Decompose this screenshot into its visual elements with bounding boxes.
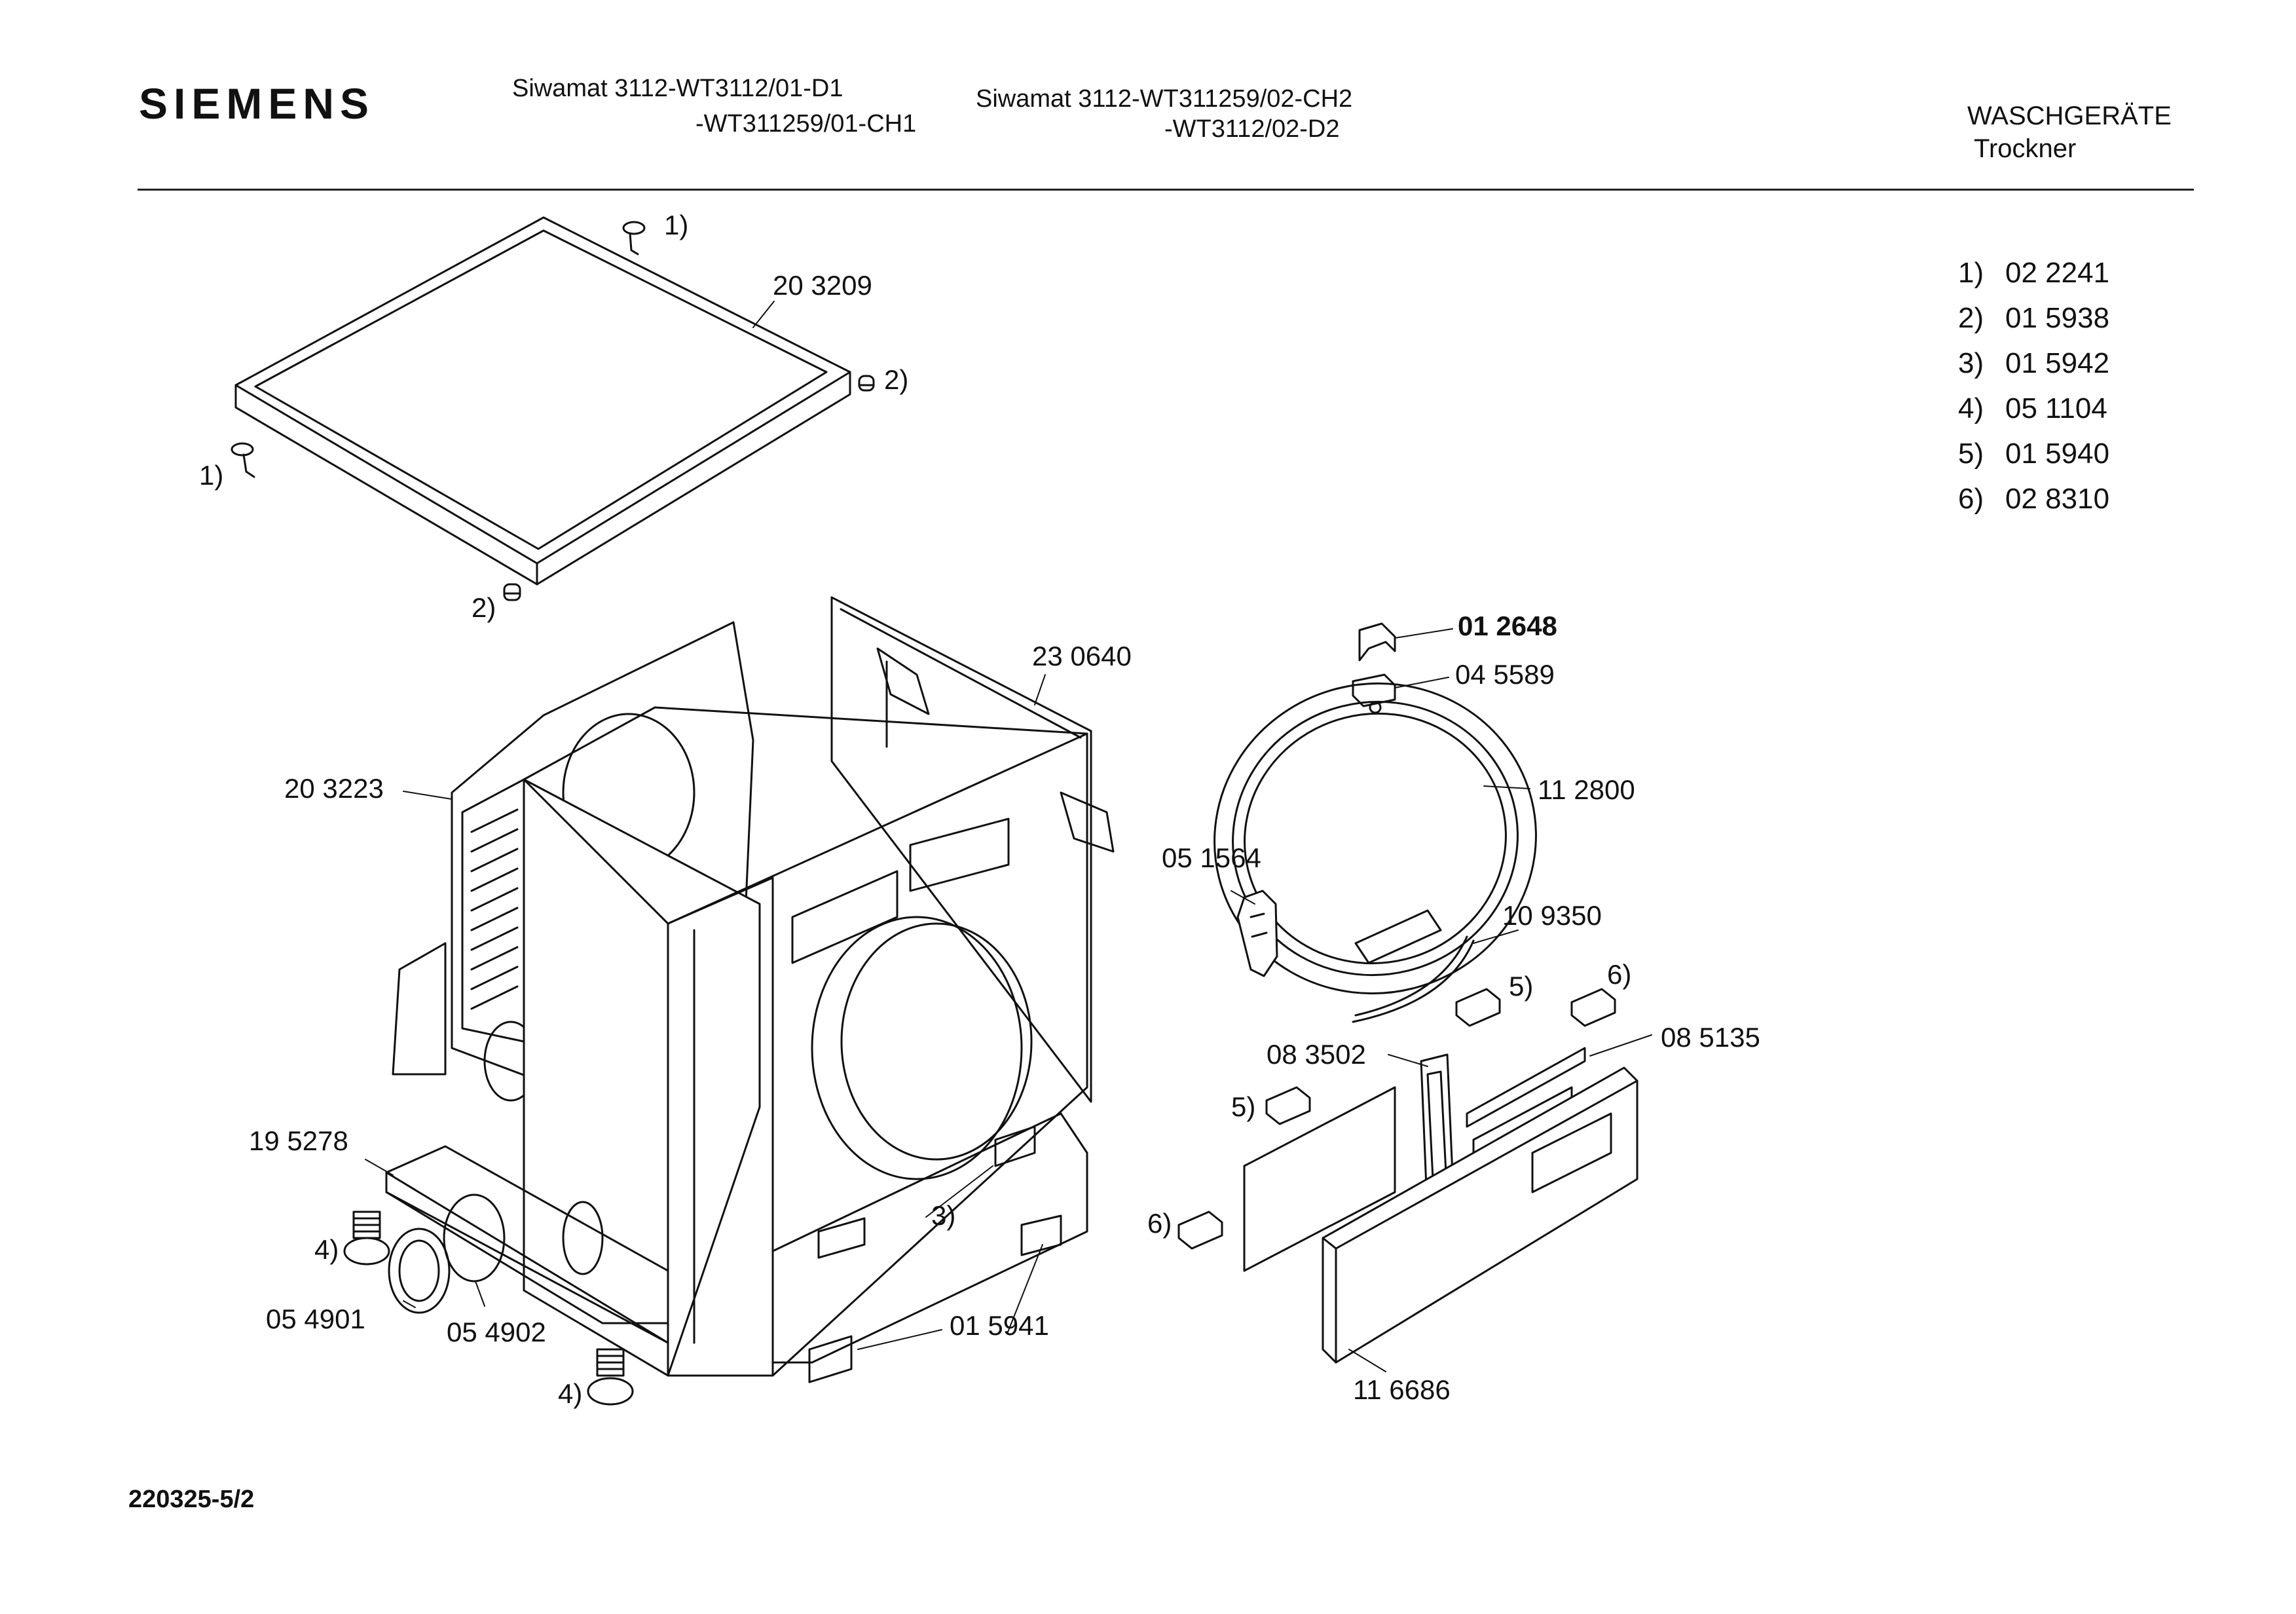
model-left-line2: -WT311259/01-CH1: [695, 110, 917, 138]
callout-part-number: 08 3502: [1267, 1039, 1366, 1070]
legend-row: 1)02 2241: [1958, 257, 2110, 289]
panel-sheet: [1244, 1087, 1395, 1271]
callout-part-number: 08 5135: [1661, 1022, 1760, 1053]
callout-part-number: 23 0640: [1032, 641, 1132, 671]
callout-ref: 3): [931, 1200, 956, 1231]
callout-leaders: [365, 301, 1652, 1372]
base-plate: [386, 1114, 1087, 1362]
door-gasket: [1353, 937, 1473, 1022]
seal-ring: [389, 1229, 449, 1313]
callout-part-number: 11 2800: [1538, 774, 1635, 805]
parts-legend: 1)02 2241 2)01 5938 3)01 5942 4)05 1104 …: [1958, 250, 2109, 521]
adjustable-foot-icon: [344, 1212, 389, 1264]
door-catch-icon: [1456, 989, 1500, 1026]
door-catch-icon: [1267, 1087, 1310, 1124]
callout-ref: 4): [558, 1378, 583, 1409]
callout-ref: 4): [314, 1234, 339, 1265]
callout-ref: 1): [664, 210, 689, 240]
legend-row: 6)02 8310: [1958, 483, 2110, 515]
callout-part-number: 01 5941: [950, 1310, 1049, 1341]
legend-row: 4)05 1104: [1958, 392, 2107, 424]
adjustable-foot-icon: [588, 1349, 633, 1404]
legend-row: 3)01 5942: [1958, 347, 2110, 379]
document-number: 220325-5/2: [128, 1486, 255, 1513]
top-cover: [236, 217, 850, 584]
panel-clip: [809, 1127, 1061, 1382]
control-panel-front: [1323, 1068, 1637, 1362]
callout-part-number: 05 1564: [1162, 842, 1261, 873]
legend-row: 5)01 5940: [1958, 438, 2110, 470]
cabinet-frame: [832, 597, 1113, 1102]
callout-ref: 2): [472, 592, 496, 623]
callout-ref: 1): [199, 460, 224, 491]
callout-ref: 5): [1231, 1091, 1256, 1122]
door-handle: [1238, 891, 1277, 976]
callout-part-number: 11 6686: [1353, 1374, 1451, 1405]
lid-foot-icon: [504, 584, 520, 600]
callout-ref: 6): [1147, 1208, 1172, 1239]
callout-part-number: 10 9350: [1502, 900, 1602, 931]
latch-holder-icon: [1572, 989, 1615, 1026]
callout-part-number: 19 5278: [249, 1125, 348, 1156]
microswitch-icon: [1353, 675, 1395, 713]
callout-ref: 5): [1509, 971, 1534, 1002]
callout-part-number: 20 3209: [773, 270, 872, 301]
header-divider: [138, 189, 2194, 191]
cover-plug: [444, 1195, 504, 1281]
hinge-bracket-icon: [1360, 624, 1395, 660]
legend-row: 2)01 5938: [1958, 302, 2110, 334]
callout-part-number: 01 2648: [1458, 610, 1557, 641]
front-panel: [524, 707, 1087, 1376]
model-left-line1: Siwamat 3112-WT3112/01-D1: [512, 75, 843, 102]
model-right-line2: -WT3112/02-D2: [1164, 115, 1340, 143]
latch-holder-icon: [1179, 1212, 1222, 1248]
callout-part-number: 04 5589: [1455, 659, 1555, 690]
callout-part-number: 05 4901: [266, 1304, 365, 1334]
callout-ref: 2): [884, 364, 909, 395]
lid-clip-icon: [232, 443, 254, 477]
category-title: WASCHGERÄTE: [1967, 102, 2172, 130]
brand-logo: SIEMENS: [139, 79, 375, 128]
callout-ref: 6): [1607, 959, 1632, 990]
model-right-line1: Siwamat 3112-WT311259/02-CH2: [976, 85, 1353, 113]
lid-foot-icon: [859, 376, 874, 390]
door-ring: [1181, 649, 1569, 1027]
callout-part-number: 20 3223: [284, 773, 384, 804]
category-subtitle: Trockner: [1974, 134, 2077, 163]
callout-part-number: 05 4902: [447, 1317, 546, 1347]
lid-clip-icon: [623, 222, 644, 254]
